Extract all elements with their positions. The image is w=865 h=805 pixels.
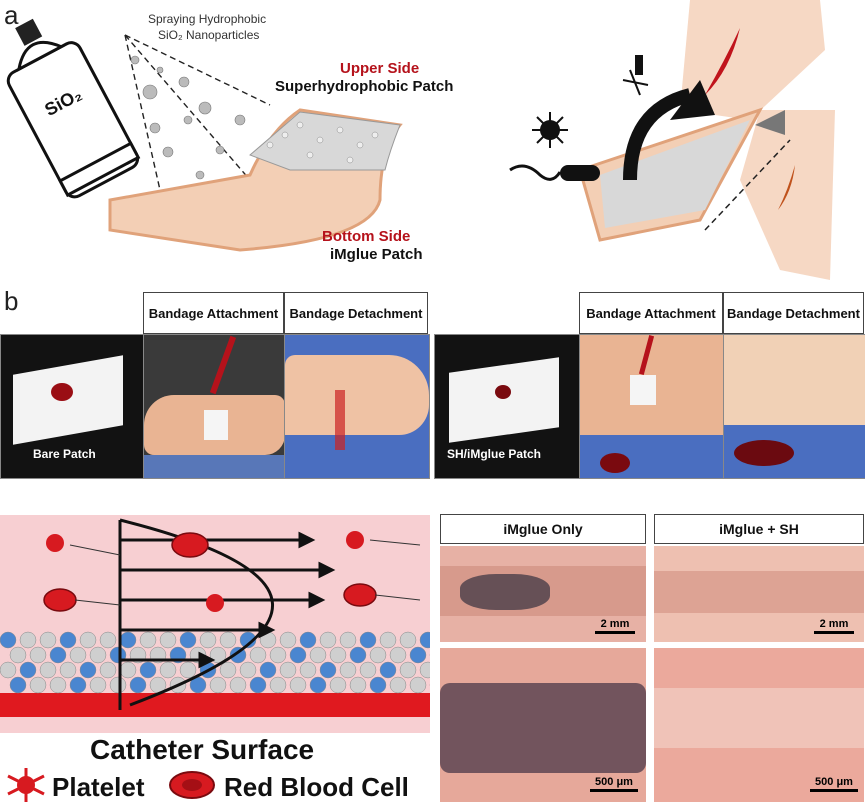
spray-label-line1: Spraying Hydrophobic [148,12,267,26]
legend-rbc-label: Red Blood Cell [224,772,409,802]
legend-platelet-label: Platelet [52,772,145,802]
photo-detachment-2 [723,334,865,479]
header-attachment-1: Bandage Attachment [143,292,284,334]
micro-imglue-top: 2 mm [440,546,646,642]
platelet-legend-icon [7,768,45,802]
header-detachment-2: Bandage Detachment [723,292,864,334]
bottom-patch-label: iMglue Patch [330,246,423,263]
photo-attachment-2 [579,334,725,479]
bottom-side-label: Bottom Side [322,228,411,245]
micro-imglue-bottom: 500 μm [440,648,646,802]
scale-bar-top-left: 2 mm [595,618,635,634]
micro-sh-top: 2 mm [654,546,864,642]
scale-bar-bottom-left: 500 μm [590,776,638,792]
sh-patch-label: SH/iMglue Patch [447,447,542,461]
rbc-legend-icon [169,771,215,799]
panel-a-letter: a [4,0,19,30]
spray-label-line2: SiO₂ Nanoparticles [158,28,260,42]
catheter-surface-label: Catheter Surface [90,734,315,765]
header-attachment-2: Bandage Attachment [579,292,723,334]
scale-bar-bottom-right: 500 μm [810,776,858,792]
upper-side-label: Upper Side [340,60,420,77]
spray-can [6,18,141,199]
photo-sh-patch: SH/iMglue Patch [434,334,581,479]
catheter-flow-diagram [0,515,430,733]
upper-patch-label: Superhydrophobic Patch [275,78,454,95]
photo-attachment-1 [143,334,286,479]
panel-b-letter: b [4,286,19,316]
photo-detachment-1 [284,334,430,479]
scale-bar-top-right: 2 mm [814,618,854,634]
micro-sh-bottom: 500 μm [654,648,864,802]
col-header-imglue-sh: iMglue + SH [654,514,864,544]
spray-illustration [6,18,403,252]
bare-patch-label: Bare Patch [33,447,96,461]
photo-bare-patch: Bare Patch [0,334,144,479]
col-header-imglue-only: iMglue Only [440,514,646,544]
wound-illustration [509,0,835,280]
header-detachment-1: Bandage Detachment [284,292,428,334]
